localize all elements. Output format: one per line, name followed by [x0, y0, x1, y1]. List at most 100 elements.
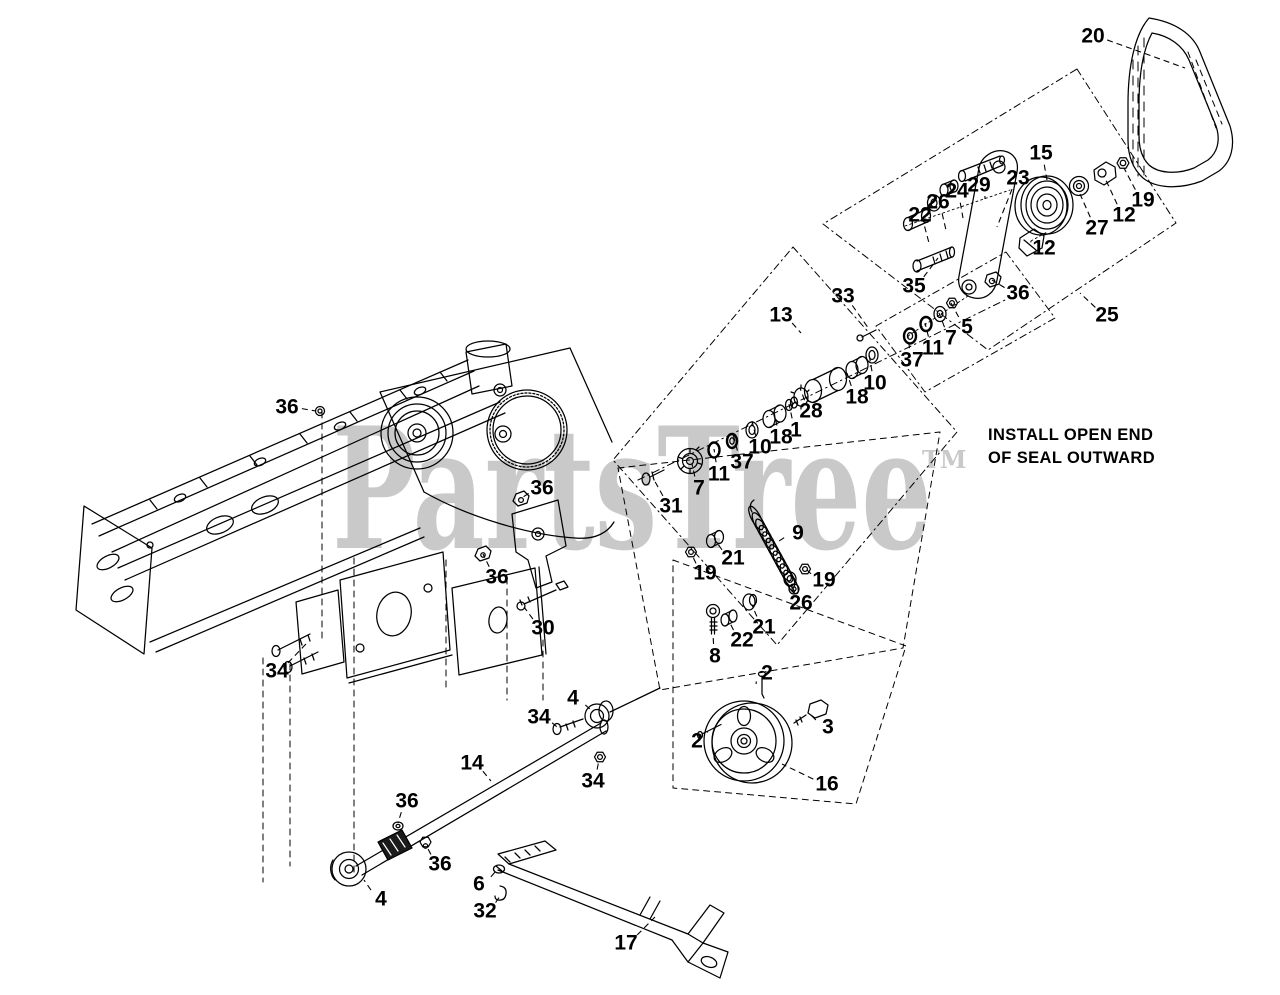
callout-leader-7: [938, 312, 946, 328]
part-number-21: 21: [752, 616, 776, 639]
callout-leader-26: [790, 581, 796, 593]
part-number-30: 30: [531, 617, 554, 640]
part-number-10: 10: [863, 372, 886, 395]
part-number-29: 29: [967, 174, 990, 197]
callout-leader-23: [996, 188, 1013, 228]
callout-leader-34: [596, 759, 600, 770]
part-number-36: 36: [395, 790, 418, 813]
callout-leader-31: [652, 477, 664, 497]
part-number-2: 2: [761, 662, 773, 685]
part-number-18: 18: [769, 426, 793, 449]
part-number-36: 36: [428, 853, 451, 876]
part-number-36: 36: [530, 477, 553, 500]
part-number-3: 3: [822, 716, 834, 739]
idler-pulley-group: [696, 670, 829, 784]
annotation-line2: OF SEAL OUTWARD: [988, 449, 1155, 467]
callout-leader-3: [809, 713, 817, 721]
callout-leader-13: [791, 322, 802, 334]
part-number-28: 28: [799, 400, 823, 423]
callout-leader-7: [691, 463, 696, 477]
callout-leader-28: [799, 387, 806, 401]
clutch-pulley: [1014, 175, 1074, 236]
lower-shaft-group: [330, 687, 729, 979]
part-number-11: 11: [922, 337, 945, 360]
callout-leader-36: [519, 492, 529, 500]
part-number-7: 7: [693, 477, 705, 500]
callout-leader-1: [788, 403, 793, 419]
engine-pulley: [380, 383, 568, 471]
part-number-1: 1: [790, 419, 802, 442]
part-number-12: 12: [1032, 237, 1055, 260]
part-number-36: 36: [485, 566, 508, 589]
callout-leader-26: [941, 213, 947, 231]
part-number-18: 18: [845, 386, 869, 409]
part-number-17: 17: [614, 932, 637, 955]
callout-leader-36: [991, 279, 1005, 289]
part-number-2: 2: [691, 730, 703, 753]
part-number-33: 33: [831, 285, 854, 308]
part-number-20: 20: [1081, 25, 1104, 48]
part-number-11: 11: [708, 463, 731, 486]
part-number-14: 14: [460, 752, 484, 775]
part-number-34: 34: [265, 660, 289, 683]
part-number-23: 23: [1006, 167, 1029, 190]
part-number-12: 12: [1112, 204, 1135, 227]
callout-leader-21: [751, 604, 758, 617]
callout-leader-20: [1106, 39, 1186, 69]
callout-leader-27: [1079, 193, 1091, 218]
annotation-line1: INSTALL OPEN END: [988, 426, 1153, 444]
part-number-37: 37: [730, 451, 753, 474]
part-number-5: 5: [961, 316, 973, 339]
callout-leader-19: [806, 569, 812, 575]
part-number-26: 26: [789, 592, 812, 615]
callout-leader-36: [482, 553, 490, 567]
callout-leader-10: [751, 420, 757, 436]
part-number-31: 31: [659, 495, 683, 518]
callout-leader-4: [584, 704, 594, 713]
callout-leader-2: [706, 730, 709, 733]
part-number-15: 15: [1029, 142, 1053, 165]
part-number-25: 25: [1095, 304, 1119, 327]
callout-leader-17: [636, 916, 656, 936]
callout-leader-35: [923, 257, 939, 278]
part-number-4: 4: [567, 687, 579, 710]
callout-leader-22: [924, 226, 930, 244]
part-number-36: 36: [275, 396, 298, 419]
spring-group: [684, 499, 812, 635]
callout-leader-21: [716, 542, 723, 551]
callout-leader-11: [924, 322, 929, 337]
part-number-4: 4: [375, 888, 387, 911]
part-number-19: 19: [1131, 189, 1154, 212]
callout-leader-34: [287, 643, 307, 664]
part-number-22: 22: [730, 629, 753, 652]
callout-leader-18: [846, 372, 852, 387]
frame-assembly: [75, 340, 615, 684]
callout-leader-19: [1123, 167, 1136, 190]
callout-leader-36: [301, 408, 317, 412]
part-number-34: 34: [581, 770, 605, 793]
callout-leader-5: [950, 302, 960, 318]
part-number-26: 26: [926, 191, 949, 214]
callout-leader-33: [851, 305, 870, 330]
callout-leader-15: [1043, 164, 1048, 181]
callout-leader-18: [773, 411, 778, 426]
callout-leader-8: [712, 634, 715, 645]
callout-leader-6: [490, 870, 497, 878]
part-number-19: 19: [812, 569, 835, 592]
callout-leader-25: [1079, 292, 1096, 308]
extension-spring: [748, 499, 800, 595]
callout-leader-10: [868, 353, 873, 372]
phantom-boxes: [262, 68, 1177, 883]
callout-leader-22: [728, 620, 735, 631]
part-number-8: 8: [709, 645, 721, 668]
callout-leader-4: [363, 879, 372, 891]
annotation-note: INSTALL OPEN END OF SEAL OUTWARD: [988, 426, 1155, 467]
part-number-35: 35: [902, 275, 926, 298]
part-number-7: 7: [945, 327, 957, 350]
part-number-24: 24: [945, 180, 969, 203]
part-number-22: 22: [908, 204, 931, 227]
callout-leader-9: [778, 537, 785, 542]
callout-leader-11: [713, 448, 717, 463]
